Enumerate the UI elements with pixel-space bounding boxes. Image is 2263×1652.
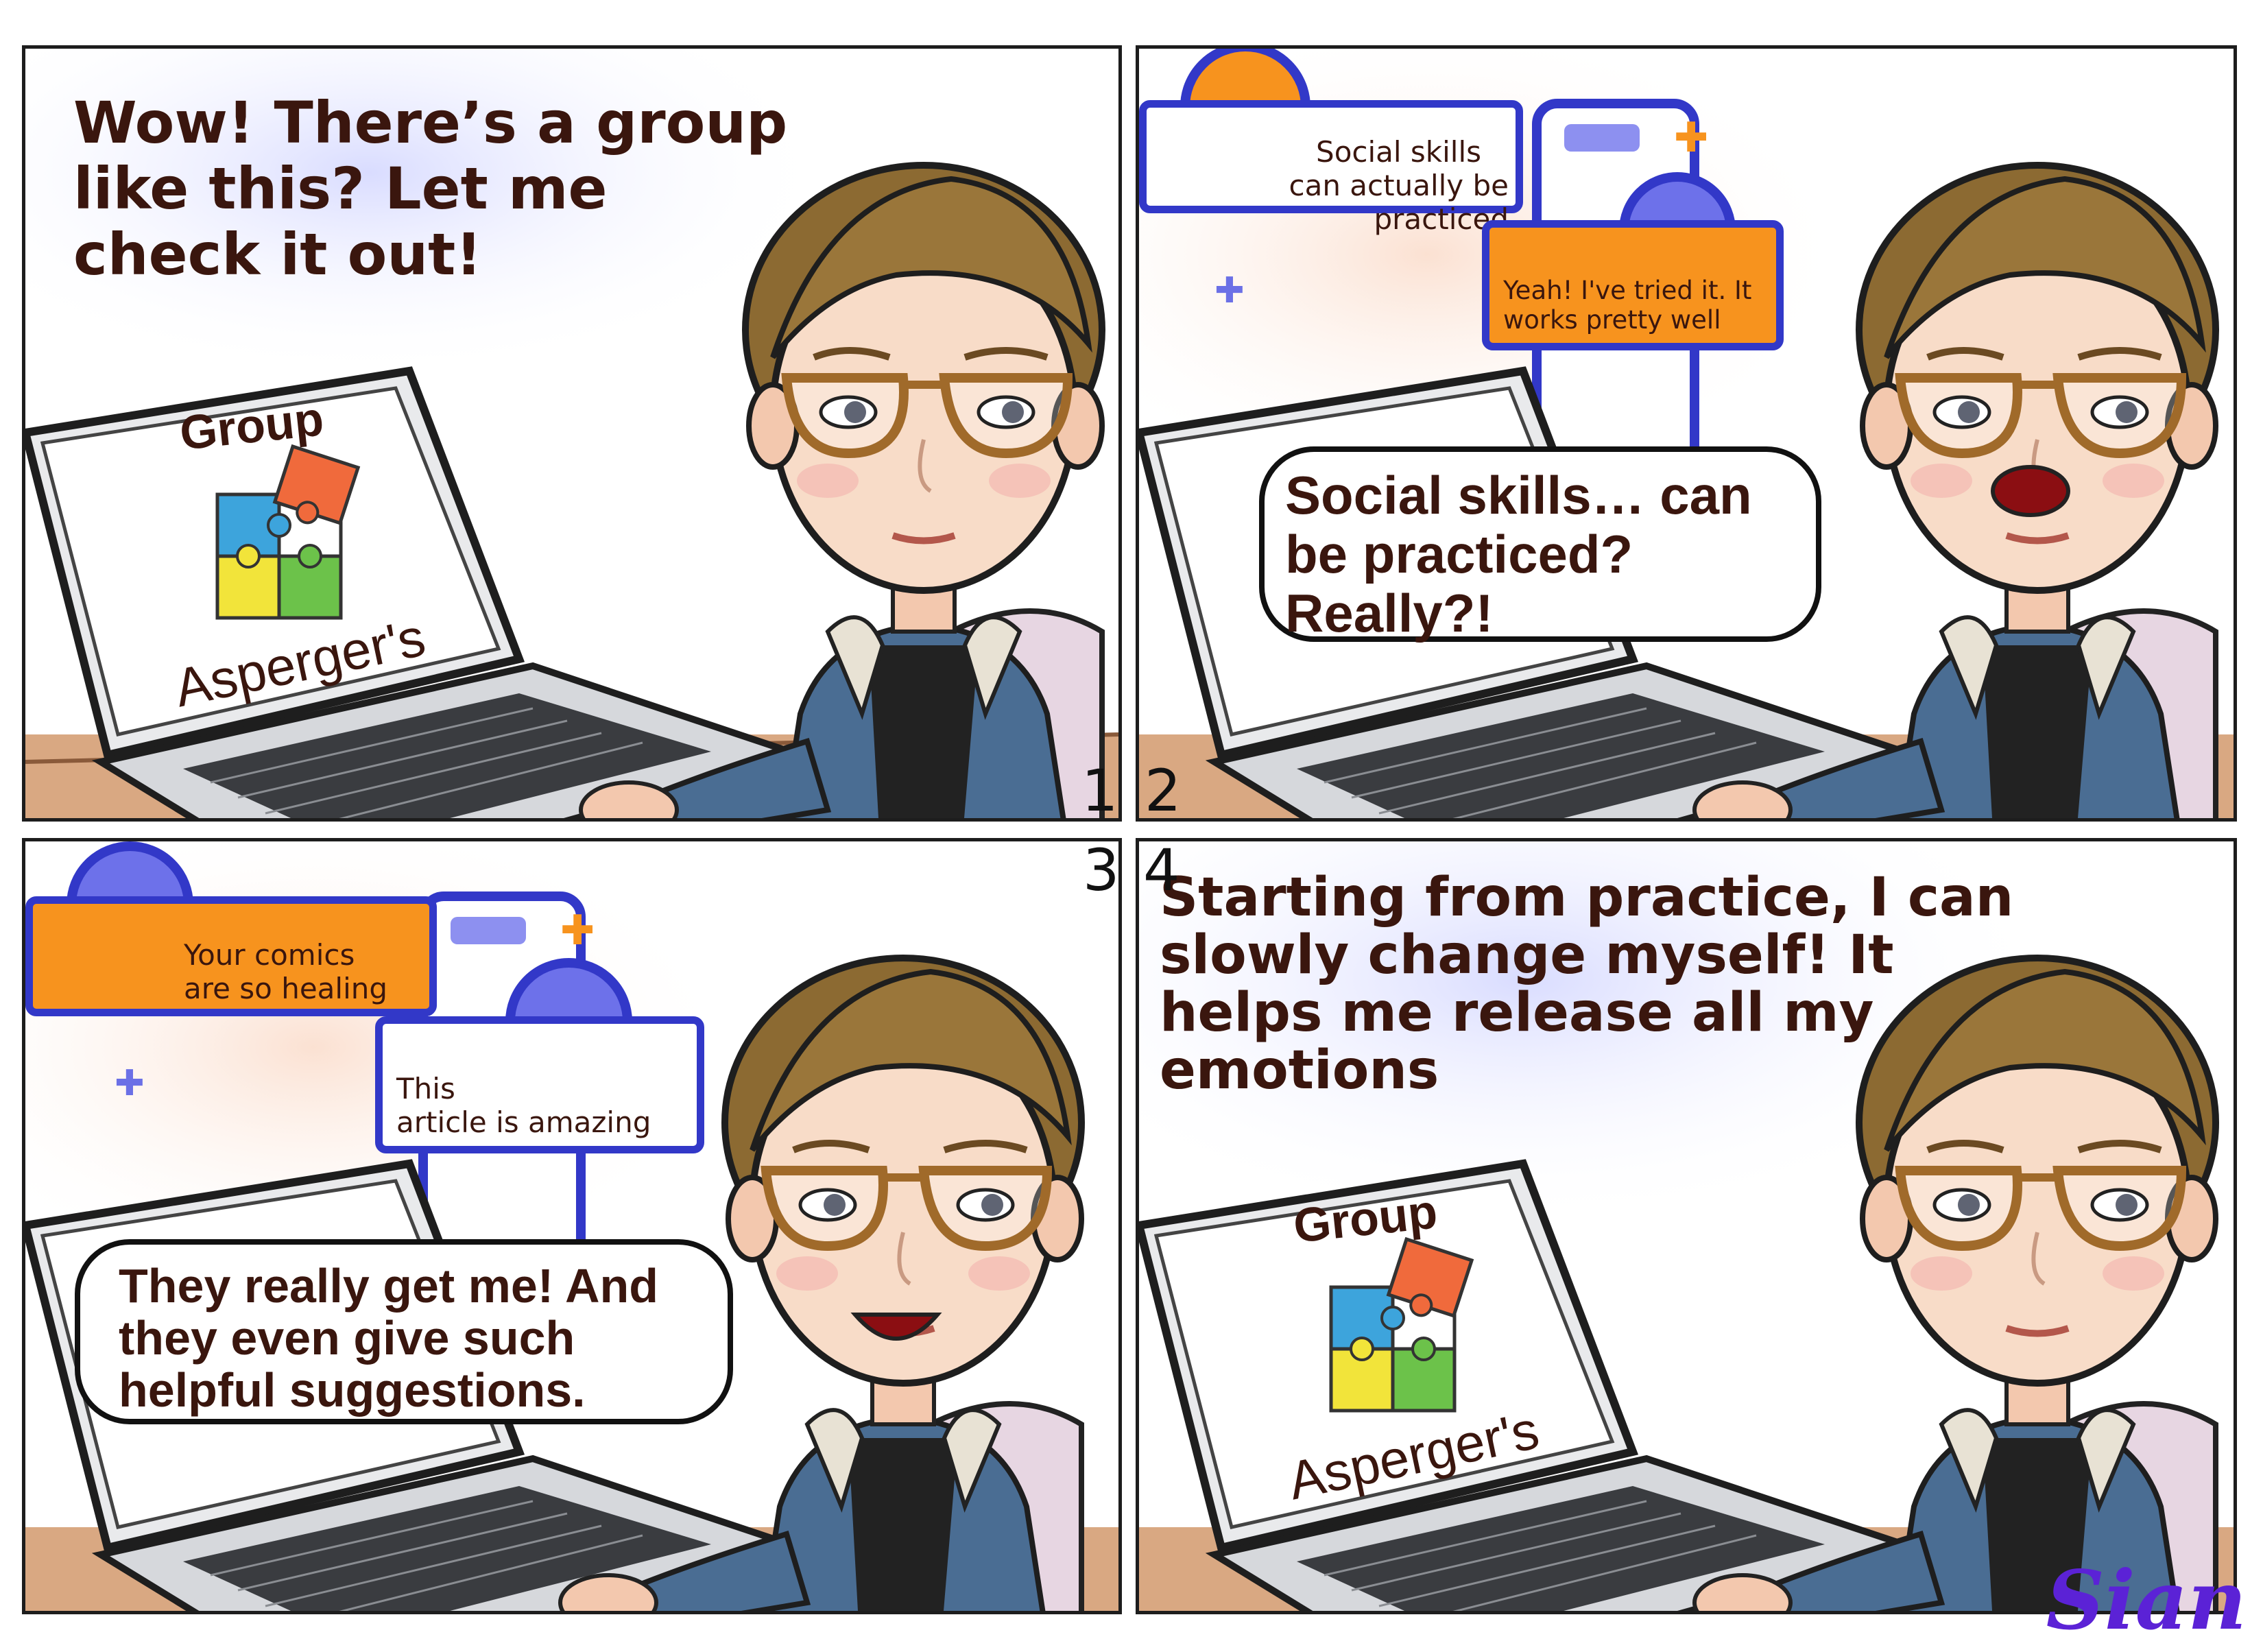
chat-message: Yeah! I've tried it. It works pretty wel… xyxy=(1482,220,1784,350)
chat-line: are so healing xyxy=(184,972,388,1005)
comic-panel-1: Wow! There’s a group like this? Let me c… xyxy=(22,45,1122,822)
caption-line: check it out! xyxy=(73,221,482,288)
caption-line: helps me release all my xyxy=(1160,982,1874,1044)
speech-line: Really?! xyxy=(1285,583,1494,643)
caption-box: Wow! There’s a group like this? Let me c… xyxy=(73,90,787,287)
comic-panel-2: ✚ ✚ Social skills can actually be practi… xyxy=(1136,45,2237,822)
chat-line: article is amazing xyxy=(396,1105,651,1139)
comic-panel-4: Starting from practice, I can slowly cha… xyxy=(1136,838,2237,1614)
laptop-icon xyxy=(25,371,800,818)
panel-number: 4 xyxy=(1143,838,1180,904)
plus-icon: ✚ xyxy=(1214,270,1245,311)
plus-icon: ✚ xyxy=(115,1063,145,1104)
speech-bubble: They really get me! And they even give s… xyxy=(75,1239,733,1424)
speech-line: They really get me! And xyxy=(119,1259,659,1313)
chat-line: Yeah! I've tried it. It xyxy=(1503,276,1752,305)
panel-number: 3 xyxy=(1083,838,1120,904)
plus-icon: ✚ xyxy=(560,907,595,955)
caption-box: Starting from practice, I can slowly cha… xyxy=(1160,869,2013,1099)
caption-line: slowly change myself! It xyxy=(1160,924,1894,986)
speech-line: they even give such xyxy=(119,1311,575,1365)
chat-line: This xyxy=(396,1072,455,1105)
caption-line: emotions xyxy=(1160,1040,1439,1101)
chat-line: can actually be practiced xyxy=(1289,169,1509,236)
chat-line: Social skills xyxy=(1316,135,1481,169)
panel-1-artwork xyxy=(25,49,1118,818)
artist-signature: Sian xyxy=(2046,1553,2247,1648)
laptop-icon xyxy=(1139,1164,1914,1611)
panel-4-artwork xyxy=(1139,841,2234,1611)
speech-line: Social skills… can xyxy=(1285,465,1752,525)
caption-line: like this? Let me xyxy=(73,155,608,222)
caption-line: Starting from practice, I can xyxy=(1160,867,2014,929)
plus-icon: ✚ xyxy=(1674,114,1708,162)
comic-panel-3: ✚ ✚ Your comics are so healing This arti… xyxy=(22,838,1122,1614)
chat-message: This article is amazing xyxy=(375,1016,704,1153)
speech-bubble: Social skills… can be practiced? Really?… xyxy=(1259,446,1821,643)
chat-line: Your comics xyxy=(184,938,355,972)
speech-line: helpful suggestions. xyxy=(119,1363,586,1417)
chat-message: Your comics are so healing xyxy=(25,896,437,1016)
chat-message: Social skills can actually be practiced xyxy=(1139,100,1523,236)
speech-line: be practiced? xyxy=(1285,524,1633,584)
caption-line: Wow! There’s a group xyxy=(73,89,788,156)
panel-number: 2 xyxy=(1145,757,1182,822)
chat-line: works pretty well xyxy=(1503,305,1721,335)
panel-number: 1 xyxy=(1081,757,1118,822)
